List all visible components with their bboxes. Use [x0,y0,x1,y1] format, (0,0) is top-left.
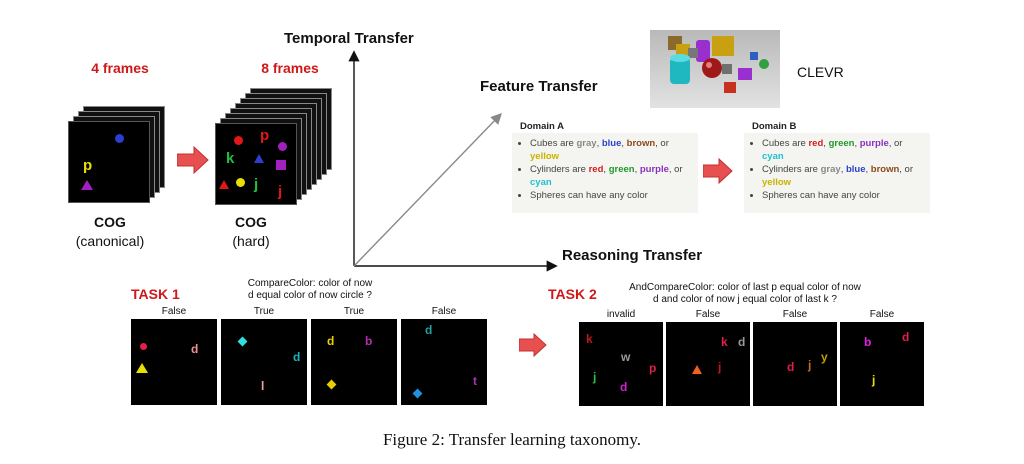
red-circle-shape [140,343,147,350]
purple-triangle-shape [81,180,93,190]
hard-subtitle: (hard) [232,233,270,249]
task1-answer-label: True [253,306,275,317]
figure-caption: Figure 2: Transfer learning taxonomy. [382,430,642,449]
clevr-render-image [650,30,780,108]
task1-frame: d b [311,319,397,405]
clevr-label: CLEVR [797,64,844,80]
canonical-subtitle: (canonical) [75,233,145,249]
task1-frame: d [131,319,217,405]
glyph-b: b [365,334,373,348]
glyph-d: d [620,380,628,394]
glyph-d: d [191,342,199,356]
glyph-k: k [226,150,235,167]
glyph-p: p [83,157,93,174]
glyph-d: d [787,360,795,374]
task2-frame: k d j [666,322,750,406]
cyan-star-shape [237,336,248,347]
yellow-triangle-shape [136,363,148,373]
task1-frame: d l [221,319,307,405]
hard-front-frame: p k j j [215,123,297,205]
task2-answer-label: invalid [606,309,636,320]
task2-frame: b d j [840,322,924,406]
domain-b-rule-cubes: Cubes are red, green, purple, or cyan [762,137,926,163]
canonical-front-frame: p [68,121,150,203]
transfer-axes [348,50,558,272]
orange-triangle-shape [692,365,702,374]
domain-a-panel: Cubes are gray, blue, brown, or yellow C… [512,133,698,213]
glyph-w: w [621,350,631,364]
yellow-circle-shape [236,178,245,187]
task1-frame: d t [401,319,487,405]
glyph-j: j [278,183,283,200]
task2-question: AndCompareColor: color of last p equal c… [629,282,861,305]
domain-b-rule-cylinders: Cylinders are gray, blue, brown, or yell… [762,163,926,189]
glyph-d: d [738,335,746,349]
task1-answer-label: True [343,306,365,317]
hard-title: COG [235,214,267,230]
glyph-p: p [649,361,657,375]
glyph-j: j [254,176,259,193]
domain-b-rule-spheres: Spheres can have any color [762,189,926,202]
task2-answer-label: False [869,309,895,320]
red-circle-shape [234,136,243,145]
task2-answer-label: False [782,309,808,320]
glyph-l: l [261,379,265,393]
glyph-y: y [821,350,828,364]
glyph-j: j [593,370,597,384]
glyph-k: k [586,332,593,346]
glyph-d: d [327,334,335,348]
red-arrow-right-icon [703,158,733,184]
purple-circle-shape [278,142,287,151]
red-arrow-right-icon [177,146,209,174]
domain-b-title: Domain B [752,121,797,132]
blue-triangle-shape [254,154,264,163]
glyph-b: b [864,335,872,349]
glyph-d: d [425,323,433,337]
red-arrow-right-icon [519,333,547,357]
canonical-title: COG [94,214,126,230]
domain-a-rule-cylinders: Cylinders are red, green, purple, or cya… [530,163,694,189]
glyph-p: p [260,127,270,144]
canonical-frame-stack: p [68,106,168,206]
feature-axis-line [353,112,502,267]
domain-a-rule-cubes: Cubes are gray, blue, brown, or yellow [530,137,694,163]
yellow-star-shape [326,379,337,390]
glyph-t: t [473,374,477,388]
hard-frames-label: 8 frames [261,60,319,76]
blue-star-shape [412,388,423,399]
blue-circle-shape [115,134,124,143]
purple-square-shape [276,160,286,170]
task2-frame: k w p j d [579,322,663,406]
glyph-j: j [718,360,722,374]
glyph-k: k [721,335,728,349]
canonical-frames-label: 4 frames [91,60,149,76]
task2-answer-label: False [695,309,721,320]
task2-frame: y d j [753,322,837,406]
task2-title: TASK 2 [548,286,597,302]
glyph-d: d [293,350,301,364]
feature-transfer-label: Feature Transfer [480,78,598,95]
temporal-transfer-label: Temporal Transfer [284,30,414,47]
task1-answer-label: False [431,306,457,317]
glyph-d: d [902,330,910,344]
domain-a-rule-spheres: Spheres can have any color [530,189,694,202]
domain-b-panel: Cubes are red, green, purple, or cyan Cy… [744,133,930,213]
domain-a-title: Domain A [520,121,564,132]
task1-title: TASK 1 [131,286,180,302]
task1-question: CompareColor: color of now d equal color… [247,278,373,301]
task1-answer-label: False [161,306,187,317]
glyph-j: j [872,373,876,387]
hard-frame-stack: p k j j [215,88,335,208]
glyph-j: j [808,358,812,372]
reasoning-transfer-label: Reasoning Transfer [562,247,703,264]
red-triangle-shape [219,180,229,189]
